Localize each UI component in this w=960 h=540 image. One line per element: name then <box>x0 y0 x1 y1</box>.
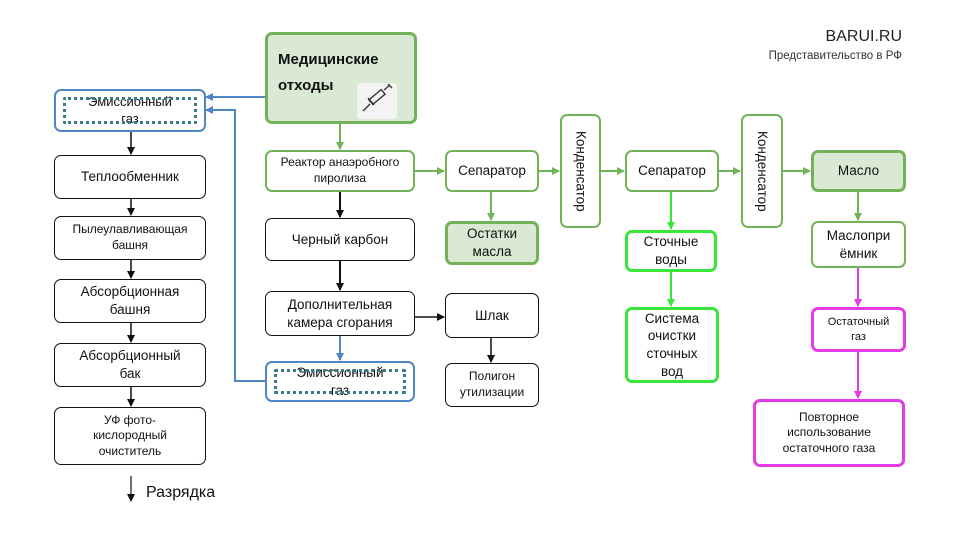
absorption-tower-node: Абсорбционная башня <box>54 279 206 323</box>
heat-exchanger-label: Теплообменник <box>81 169 179 185</box>
dust-tower-label: Пылеулавливающая башня <box>72 222 188 252</box>
medical-waste-label: Медицинские отходы <box>278 51 379 95</box>
slag-label: Шлак <box>475 307 509 323</box>
syringe-icon <box>357 83 397 119</box>
separator-2-node: Сепаратор <box>625 150 719 192</box>
afterburner-label: Дополнительная камера сгорания <box>287 296 393 330</box>
condenser-2-node: Конденсатор <box>741 114 783 228</box>
absorption-tank-label: Абсорбционный бак <box>79 348 181 381</box>
black-carbon-label: Черный карбон <box>291 231 389 247</box>
oil-label: Масло <box>837 163 880 179</box>
residual-gas-node: Остаточный газ <box>811 307 906 352</box>
brand-name: BARUI.RU <box>825 28 902 45</box>
condenser-1-label: Конденсатор <box>573 130 589 212</box>
oil-residue-node: Остатки масла <box>445 221 539 265</box>
water-treatment-label: Система очистки сточных вод <box>644 310 700 379</box>
absorption-tower-label: Абсорбционная башня <box>80 284 180 317</box>
residual-gas-label: Остаточный газ <box>827 316 890 343</box>
condenser-1-node: Конденсатор <box>560 114 601 228</box>
landfill-node: Полигон утилизации <box>445 363 539 407</box>
heat-exchanger-node: Теплообменник <box>54 155 206 199</box>
waste-water-node: Сточные воды <box>625 230 717 272</box>
separator-1-label: Сепаратор <box>458 163 526 179</box>
absorption-tank-node: Абсорбционный бак <box>54 343 206 387</box>
oil-residue-label: Остатки масла <box>466 226 518 259</box>
oil-receiver-node: Маслоприёмник <box>811 221 906 268</box>
oil-receiver-label: Маслоприёмник <box>826 227 891 261</box>
separator-1-node: Сепаратор <box>445 150 539 192</box>
medical-waste-node: Медицинские отходы <box>265 32 417 124</box>
emission-gas-mid-node: Эмиссионный газ <box>265 361 415 402</box>
discharge-label: Разрядка <box>146 484 216 501</box>
slag-node: Шлак <box>445 293 539 338</box>
black-carbon-node: Черный карбон <box>265 218 415 261</box>
water-treatment-node: Система очистки сточных вод <box>625 307 719 383</box>
gas-reuse-node: Повторное использование остаточного газа <box>753 399 905 467</box>
brand-subtitle: Представительство в РФ <box>768 50 902 62</box>
reactor-label: Реактор анаэробного пиролиза <box>280 155 400 185</box>
condenser-2-label: Конденсатор <box>754 130 770 212</box>
gas-reuse-label: Повторное использование остаточного газа <box>782 409 876 455</box>
separator-2-label: Сепаратор <box>638 163 706 179</box>
waste-water-label: Сточные воды <box>643 234 699 267</box>
oil-node: Масло <box>811 150 906 192</box>
arrow-emission-loop <box>205 106 266 382</box>
dust-tower-node: Пылеулавливающая башня <box>54 216 206 260</box>
reactor-node: Реактор анаэробного пиролиза <box>265 150 415 192</box>
uv-cleaner-label: УФ фото-кислородный очиститель <box>93 412 167 458</box>
brand-block: BARUI.RU Представительство в РФ <box>769 28 902 62</box>
emission-gas-left-label: Эмиссионный газ <box>88 93 172 126</box>
landfill-label: Полигон утилизации <box>459 369 525 399</box>
emission-gas-mid-label: Эмиссионный газ <box>296 364 384 398</box>
uv-cleaner-node: УФ фото-кислородный очиститель <box>54 407 206 465</box>
afterburner-node: Дополнительная камера сгорания <box>265 291 415 336</box>
emission-gas-left-node: Эмиссионный газ <box>54 89 206 132</box>
